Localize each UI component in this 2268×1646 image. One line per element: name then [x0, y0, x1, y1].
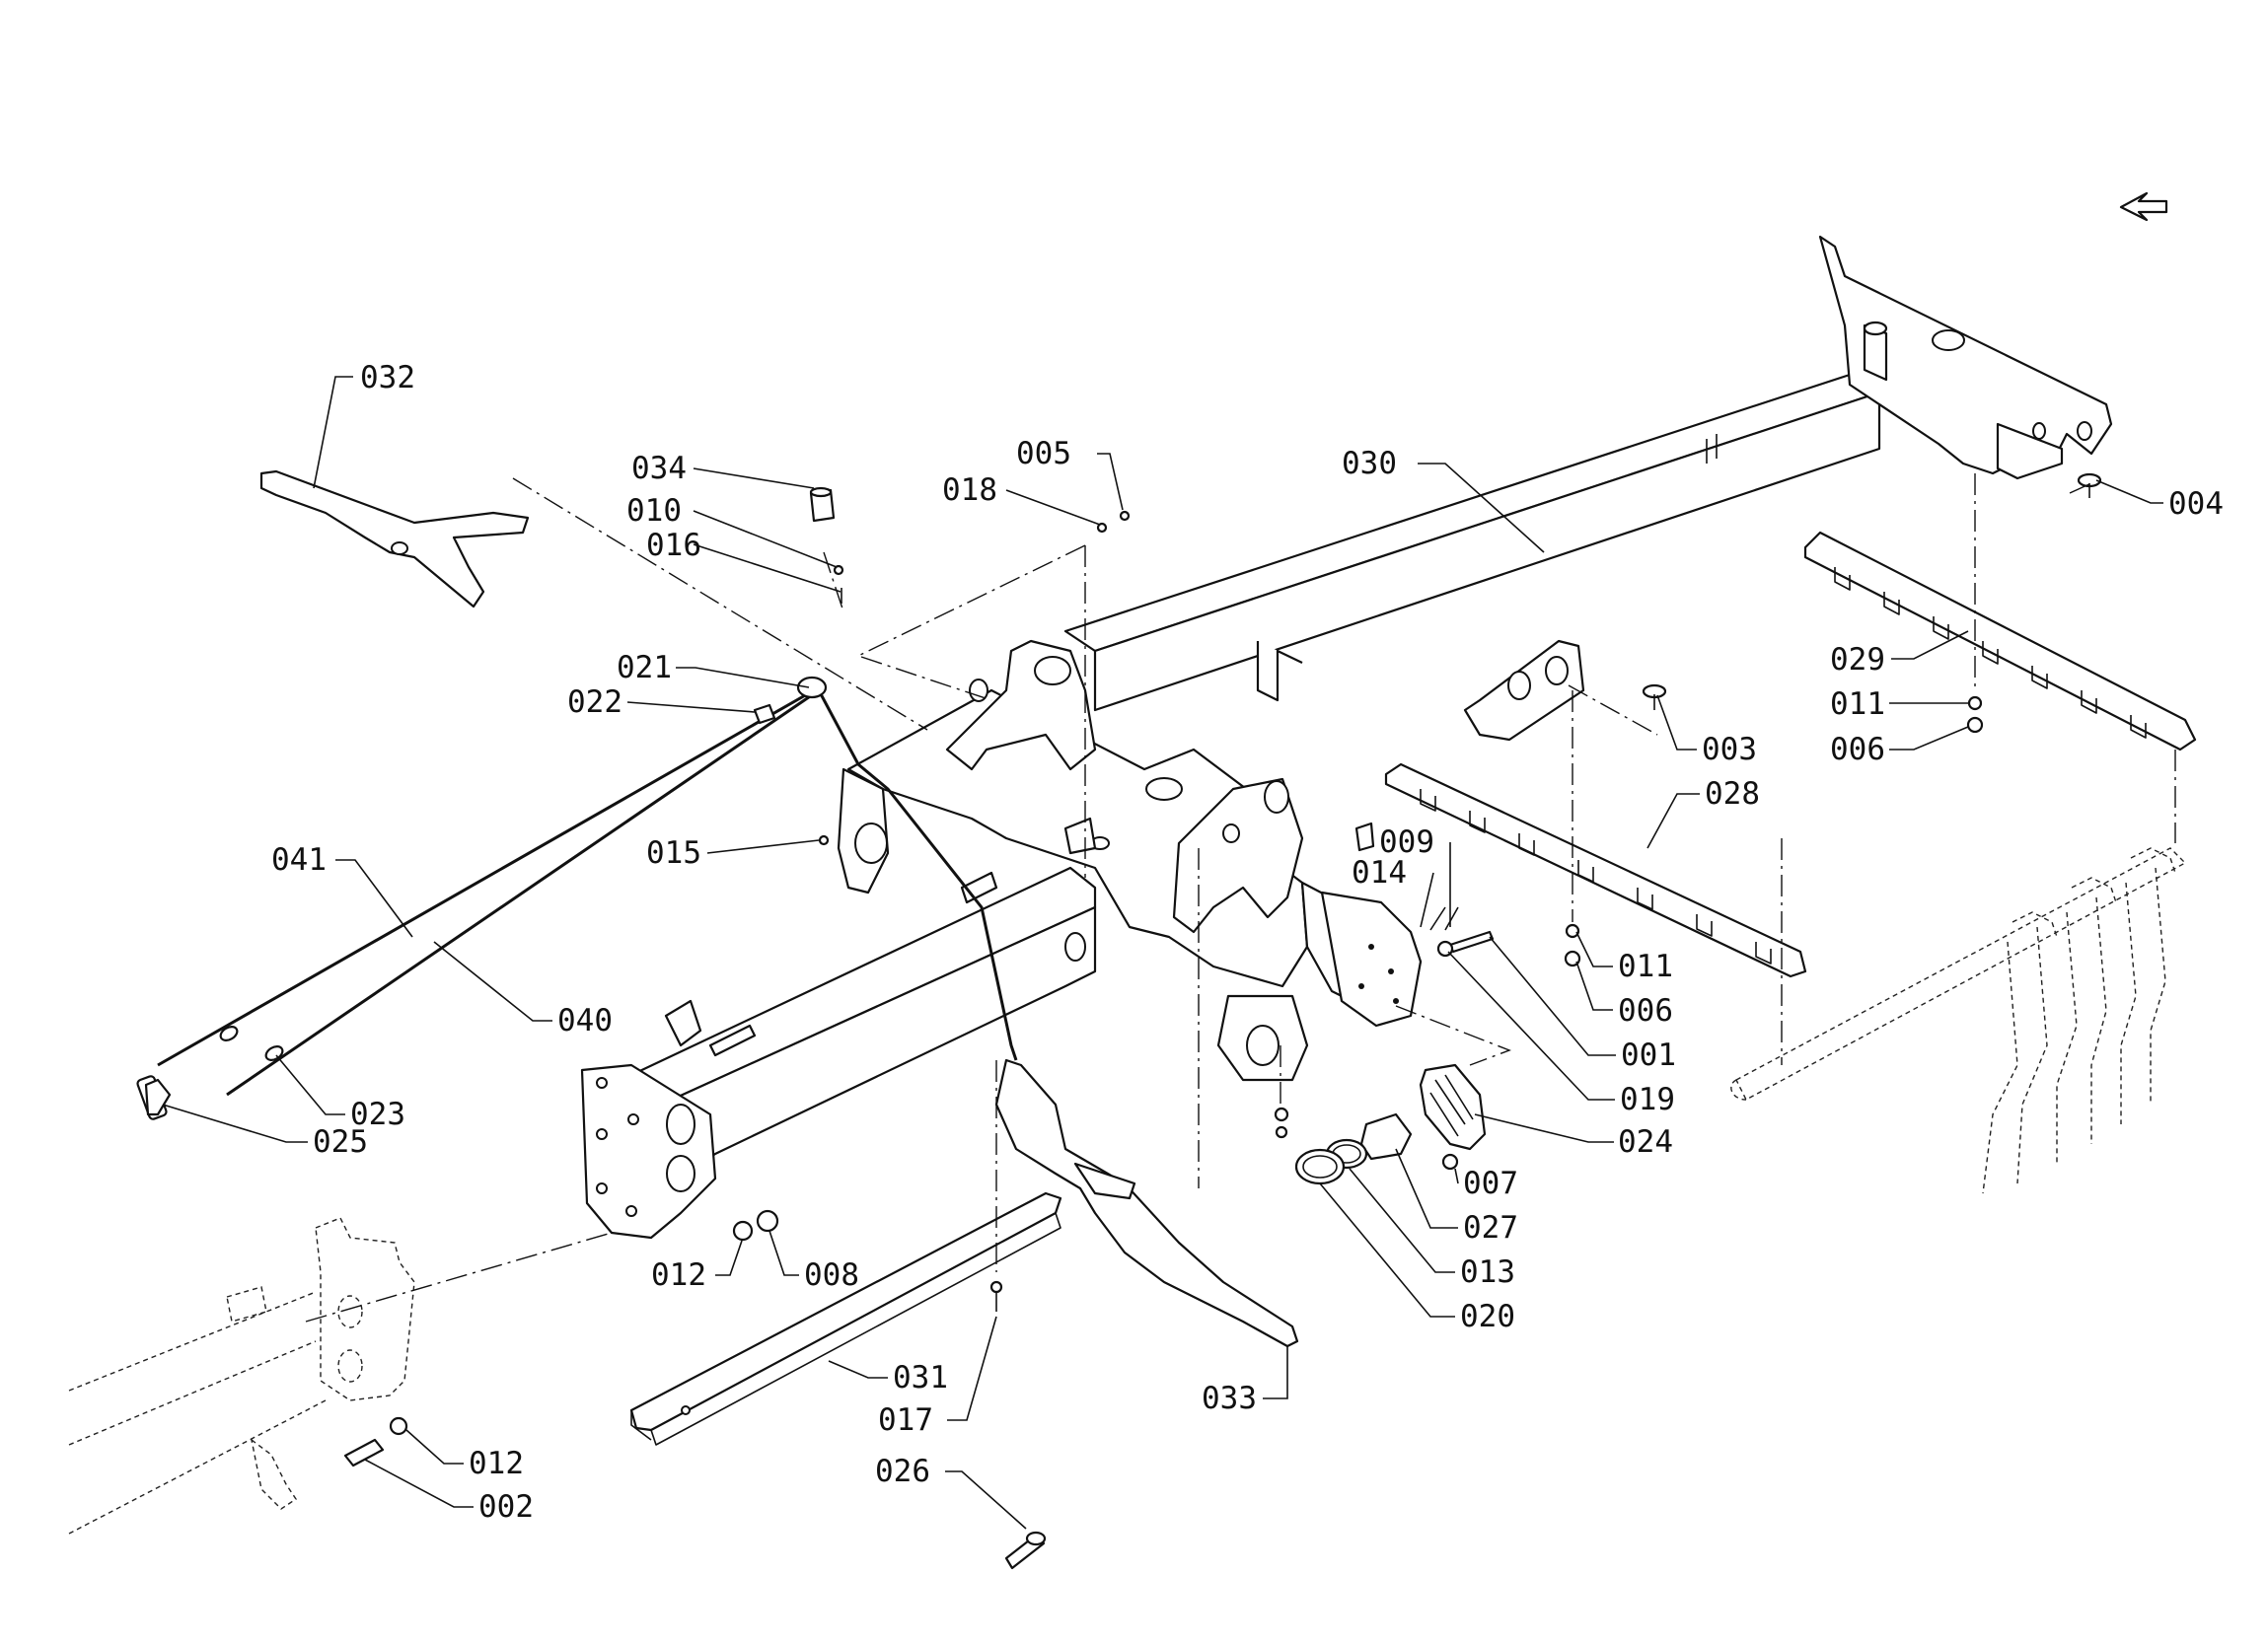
tooth-rack-lower: [1384, 762, 1807, 978]
callout-009: 009: [1379, 824, 1434, 860]
callout-015: 015: [646, 835, 701, 871]
callout-labels: 032 034 010 016 005 018 030 004 021 022 …: [271, 360, 2224, 1525]
callout-011b: 011: [1618, 949, 1673, 984]
callout-034: 034: [631, 451, 687, 486]
callout-013: 013: [1460, 1254, 1515, 1290]
callout-002: 002: [478, 1489, 534, 1525]
callout-023: 023: [350, 1097, 405, 1132]
chains-and-rods: [136, 676, 1018, 1120]
leader-lines: [162, 376, 2163, 1530]
callout-033: 033: [1202, 1381, 1257, 1416]
bearing-parts: [1294, 1063, 1487, 1185]
ghost-tines: [1730, 847, 2187, 1194]
callout-019: 019: [1620, 1082, 1675, 1117]
callout-026: 026: [875, 1454, 930, 1489]
tooth-rack-upper: [1803, 531, 2197, 751]
callout-012a: 012: [651, 1257, 706, 1293]
callout-025: 025: [313, 1124, 368, 1160]
callout-005: 005: [1016, 436, 1071, 471]
callout-016: 016: [646, 528, 701, 563]
callout-006b: 006: [1618, 993, 1673, 1029]
callout-027: 027: [1463, 1210, 1518, 1246]
callout-007: 007: [1463, 1166, 1518, 1201]
callout-031: 031: [893, 1360, 948, 1396]
callout-040: 040: [557, 1003, 613, 1038]
callout-001: 001: [1621, 1038, 1676, 1073]
callout-006a: 006: [1830, 732, 1885, 767]
callout-030: 030: [1342, 446, 1397, 481]
callout-014: 014: [1352, 855, 1407, 891]
callout-022: 022: [567, 684, 622, 720]
small-hardware: [343, 472, 2102, 1570]
callout-028: 028: [1705, 776, 1760, 812]
callout-024: 024: [1618, 1124, 1673, 1160]
callout-003: 003: [1702, 732, 1757, 767]
callout-029: 029: [1830, 642, 1885, 678]
callout-011a: 011: [1830, 686, 1885, 722]
guide-032: [259, 469, 530, 608]
callout-008: 008: [804, 1257, 859, 1293]
lower-beam: [580, 866, 1097, 1240]
callout-032: 032: [360, 360, 415, 395]
ghost-rear-frame: [68, 1217, 415, 1535]
callout-041: 041: [271, 842, 327, 878]
central-frame: [837, 639, 1423, 1082]
callout-021: 021: [617, 650, 672, 685]
callout-017: 017: [878, 1402, 933, 1438]
callout-004: 004: [2168, 486, 2224, 522]
main-beam: [1063, 235, 2113, 742]
centre-lines: [305, 473, 2176, 1323]
bearing-plate: [1320, 891, 1423, 1028]
callout-020: 020: [1460, 1299, 1515, 1334]
direction-arrow-icon: [2119, 191, 2168, 222]
channel-031: [629, 1191, 1062, 1446]
callout-012b: 012: [469, 1446, 524, 1481]
callout-010: 010: [626, 493, 682, 529]
callout-018: 018: [942, 472, 997, 508]
